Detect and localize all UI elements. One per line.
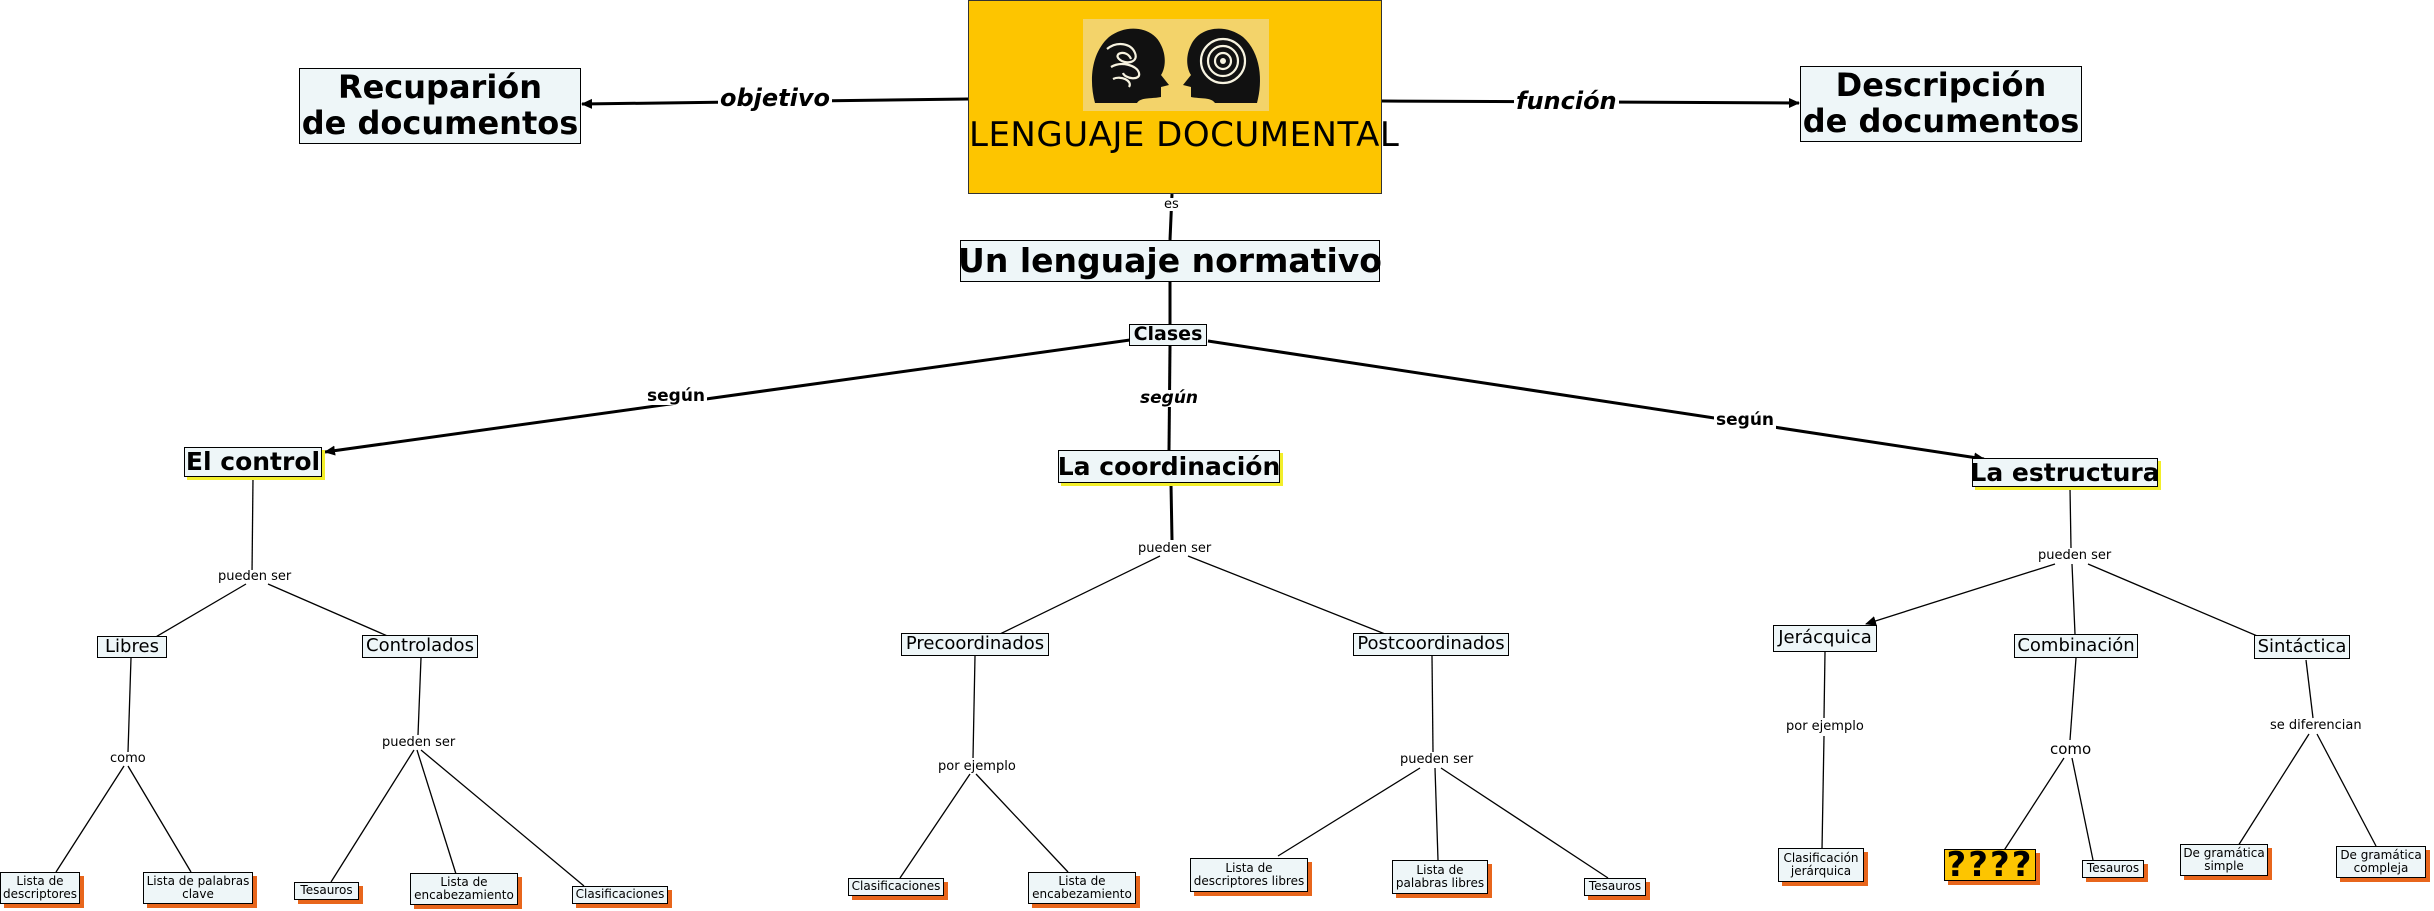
link-label-pueden-ser: pueden ser [2036, 548, 2114, 563]
link-label-pueden-ser: pueden ser [1398, 752, 1476, 767]
node-precoordinados[interactable]: Precoordinados [901, 633, 1049, 656]
node-la-coordinacion[interactable]: La coordinación [1058, 450, 1280, 483]
node-combinacion[interactable]: Combinación [2014, 634, 2138, 658]
link-label-objetivo: objetivo [718, 84, 833, 112]
root-title: LENGUAJE DOCUMENTAL [969, 115, 1400, 155]
two-heads-thinking-icon [1083, 19, 1269, 115]
node-la-estructura[interactable]: La estructura [1970, 457, 2160, 487]
link-label-como: como [2048, 740, 2094, 758]
leaf-clasificaciones[interactable]: Clasificaciones [848, 878, 944, 896]
leaf-tesauros[interactable]: Tesauros [1584, 878, 1646, 896]
leaf-de-gramatica-compleja[interactable]: De gramática compleja [2336, 846, 2426, 878]
node-el-control[interactable]: El control [184, 447, 322, 477]
leaf-de-gramatica-simple[interactable]: De gramática simple [2180, 844, 2268, 876]
link-label-se-diferencian: se diferencian [2268, 718, 2364, 733]
node-libres[interactable]: Libres [97, 636, 167, 658]
node-recuperacion[interactable]: Recuparión de documentos [299, 68, 581, 144]
leaf-unknown[interactable]: ???? [1944, 846, 2036, 884]
leaf-tesauros[interactable]: Tesauros [294, 882, 359, 900]
link-label-segun: según [1714, 410, 1777, 430]
node-controlados[interactable]: Controlados [362, 635, 478, 658]
line-clases-control [324, 338, 1131, 456]
node-postcoordinados[interactable]: Postcoordinados [1353, 633, 1509, 656]
link-label-como: como [108, 751, 148, 766]
leaf-clasificacion-jerarquica[interactable]: Clasificación jerárquica [1778, 848, 1864, 882]
leaf-lista-de-palabras-clave[interactable]: Lista de palabras clave [143, 872, 253, 904]
link-label-es: es [1162, 197, 1181, 212]
leaf-lista-de-palabras-libres[interactable]: Lista de palabras libres [1392, 860, 1488, 894]
link-label-pueden-ser: pueden ser [380, 735, 458, 750]
root-concept[interactable]: LENGUAJE DOCUMENTAL [968, 0, 1400, 194]
node-clases[interactable]: Clases [1129, 324, 1207, 346]
link-label-pueden-ser: pueden ser [1136, 541, 1214, 556]
link-label-por-ejemplo: por ejemplo [1784, 719, 1866, 734]
leaf-lista-de-encabezamiento[interactable]: Lista de encabezamiento [410, 873, 518, 905]
link-label-segun: según [1138, 388, 1201, 408]
link-label-funcion: función [1514, 87, 1619, 115]
leaf-lista-de-descriptores[interactable]: Lista de descriptores [0, 872, 80, 904]
node-sintactica[interactable]: Sintáctica [2254, 635, 2350, 659]
leaf-lista-de-encabezamiento[interactable]: Lista de encabezamiento [1028, 872, 1136, 904]
link-label-segun: según [645, 386, 708, 406]
link-label-por-ejemplo: por ejemplo [936, 759, 1018, 774]
node-descripcion[interactable]: Descripción de documentos [1800, 66, 2082, 142]
line-clases-estructura [1207, 339, 1985, 463]
node-normativo[interactable]: Un lenguaje normativo [958, 240, 1382, 282]
node-jerarquica[interactable]: Jerácquica [1773, 625, 1877, 652]
leaf-clasificaciones[interactable]: Clasificaciones [572, 886, 668, 904]
leaf-tesauros[interactable]: Tesauros [2082, 860, 2144, 878]
link-label-pueden-ser: pueden ser [216, 569, 294, 584]
leaf-lista-de-descriptores-libres[interactable]: Lista de descriptores libres [1190, 858, 1308, 892]
